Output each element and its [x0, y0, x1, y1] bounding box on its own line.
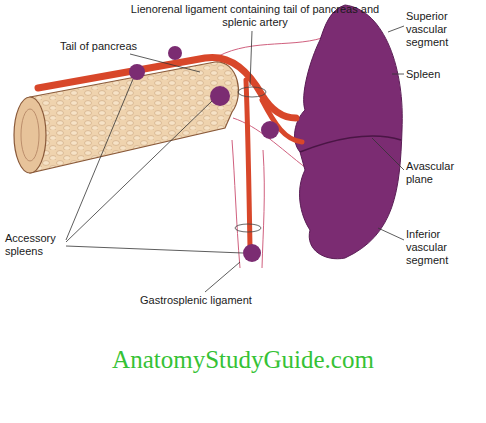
- short-gastric-artery: [246, 80, 250, 248]
- watermark: AnatomyStudyGuide.com: [93, 345, 393, 375]
- splenic-artery-branch: [262, 100, 302, 142]
- part-label: Accessory spleens: [5, 232, 67, 258]
- pancreas-cut-end: [21, 109, 39, 161]
- splenic-artery: [38, 57, 296, 118]
- ligament-label: Gastrosplenic ligament: [140, 294, 280, 307]
- avascular-plane: [300, 136, 401, 152]
- part-label: Inferior vascular segment: [406, 228, 484, 267]
- part-label: Superior vascular segment: [406, 10, 484, 49]
- part-label: Avascular plane: [406, 160, 484, 186]
- part-label: Spleen: [406, 68, 484, 81]
- accessory-spleen: [261, 121, 279, 139]
- leader-lines: [66, 26, 404, 292]
- part-label: Tail of pancreas: [60, 40, 160, 53]
- accessory-spleen: [210, 86, 230, 106]
- gastrosplenic-ligament: [232, 140, 240, 268]
- accessory-spleen: [129, 64, 145, 80]
- lienorenal-ligament: [212, 38, 322, 60]
- ligament-label: Lienorenal ligament containing tail of p…: [130, 3, 380, 29]
- accessory-spleen: [243, 244, 261, 262]
- ligament-ring: [235, 224, 261, 232]
- accessory-spleen: [168, 46, 182, 60]
- spleen: [295, 5, 403, 259]
- pancreas-cut-end: [14, 97, 46, 173]
- gastrosplenic-ligament: [262, 150, 264, 268]
- ligament-ring: [238, 87, 266, 97]
- pancreas: [30, 62, 238, 173]
